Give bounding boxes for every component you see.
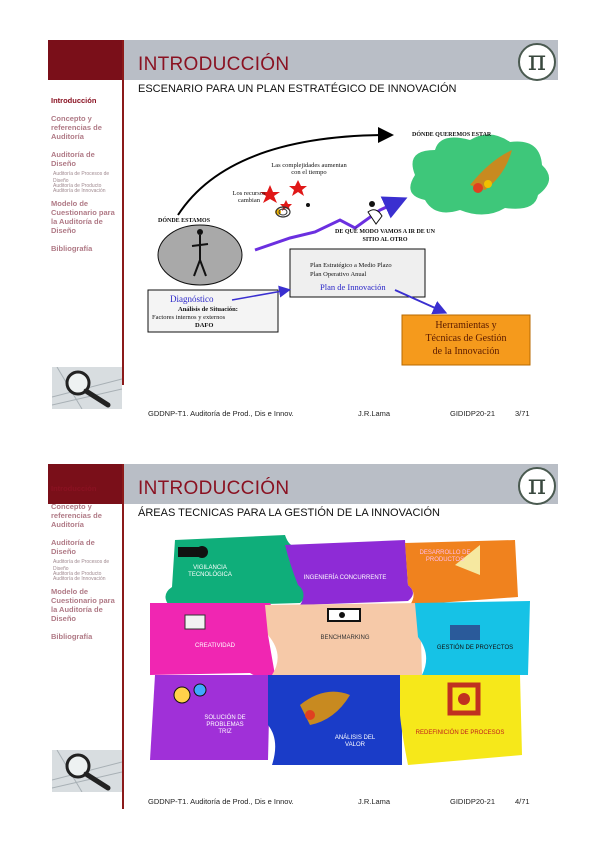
plan-linea-2: Plan Operativo Anual xyxy=(310,271,367,278)
header-accent-block xyxy=(48,464,123,504)
diagnostico-label: Diagnóstico xyxy=(170,294,214,304)
sidebar-item-modelo[interactable]: Modelo de Cuestionario para la Auditoría… xyxy=(51,199,115,235)
gestion-label: GESTIÓN DE PROYECTOS xyxy=(436,645,514,651)
pi-logo-icon: π xyxy=(518,467,556,505)
recursos-label: Los recursos cambian xyxy=(232,190,266,204)
sidebar-subitem-procesos[interactable]: Auditoría de Procesos de Diseño xyxy=(53,559,110,572)
slide-subtitle: ÁREAS TECNICAS PARA LA GESTIÓN DE LA INN… xyxy=(138,507,440,519)
sidebar-subitem-innovacion[interactable]: Auditoría de Innovación xyxy=(53,188,106,194)
complejidades-label: Las complejidades aumentan con el tiempo xyxy=(271,162,347,176)
slide-title: INTRODUCCIÓN xyxy=(138,478,290,499)
sidebar-subitem-producto[interactable]: Auditoría de Producto xyxy=(53,183,102,189)
magnifier-icon xyxy=(52,750,122,792)
footer-course: GDDNP-T1. Auditoría de Prod., Dis e Inno… xyxy=(148,797,294,806)
donde-estamos-label: DÓNDE ESTAMOS xyxy=(158,218,211,224)
sidebar-item-concepto[interactable]: Concepto y referencias de Auditoría xyxy=(51,114,102,141)
footer-course: GDDNP-T1. Auditoría de Prod., Dis e Inno… xyxy=(148,409,294,418)
sidebar-subitem-innovacion[interactable]: Auditoría de Innovación xyxy=(53,576,106,582)
sidebar-item-bibliografia[interactable]: Bibliografía xyxy=(51,632,93,641)
slide-title: INTRODUCCIÓN xyxy=(138,54,290,75)
pi-logo-icon: π xyxy=(518,43,556,81)
sidebar-subitem-producto[interactable]: Auditoría de Producto xyxy=(53,571,102,577)
sidebar-item-concepto[interactable]: Concepto y referencias de Auditoría xyxy=(51,502,102,529)
footer-code: GIDIDP20-21 xyxy=(450,409,496,418)
sidebar-subitem-procesos[interactable]: Auditoría de Procesos de Diseño xyxy=(53,171,110,184)
herramientas-linea-2: Técnicas de Gestión xyxy=(425,333,507,344)
sidebar-nav: Introducción Concepto y referencias de A… xyxy=(51,484,121,650)
herramientas-linea-1: Herramientas y xyxy=(435,320,497,331)
analisis-label: ANÁLISIS DEL VALOR xyxy=(334,735,376,748)
sidebar-item-auditoria-diseno[interactable]: Auditoría de Diseño xyxy=(51,150,95,168)
title-bar xyxy=(124,40,558,80)
sidebar-item-modelo[interactable]: Modelo de Cuestionario para la Auditoría… xyxy=(51,587,115,623)
donde-queremos-label: DÓNDE QUEREMOS ESTAR xyxy=(412,132,492,138)
innovation-areas-puzzle: VIGILANCIA TECNOLÓGICA INGENIERÍA CONCUR… xyxy=(150,525,530,785)
plan-innovacion-label: Plan de Innovación xyxy=(320,282,386,292)
plan-linea-1: Plan Estratégico a Medio Plazo xyxy=(310,262,392,269)
footer-code: GIDIDP20-21 xyxy=(450,797,496,806)
sidebar-nav: Introducción Concepto y referencias de A… xyxy=(51,96,121,262)
sidebar-divider xyxy=(122,40,124,385)
desarrollo-label: DESARROLLO DE PRODUCTOS xyxy=(419,550,471,563)
sidebar-item-introduccion[interactable]: Introducción xyxy=(51,484,97,493)
diag-linea-2: Factores internos y externos xyxy=(152,314,226,321)
sidebar-item-auditoria-diseno[interactable]: Auditoría de Diseño xyxy=(51,538,95,556)
slide-4: INTRODUCCIÓN π ÁREAS TECNICAS PARA LA GE… xyxy=(0,424,599,848)
vigilancia-label: VIGILANCIA TECNOLÓGICA xyxy=(188,565,232,578)
magnifier-icon xyxy=(52,367,122,409)
strategy-scenario-diagram: DÓNDE QUEREMOS ESTAR DÓNDE ESTAMOS Las c… xyxy=(140,120,560,380)
header-accent-block xyxy=(48,40,123,80)
ingenieria-label: INGENIERÍA CONCURRENTE xyxy=(303,575,387,581)
triz-label: SOLUCIÓN DE PROBLEMAS TRIZ xyxy=(204,715,246,735)
footer-page: 3/71 xyxy=(515,409,530,418)
diag-linea-1: Análisis de Situación: xyxy=(178,306,238,313)
sidebar-divider xyxy=(122,464,124,809)
diag-linea-3: DAFO xyxy=(195,322,214,329)
footer-author: J.R.Lama xyxy=(358,797,391,806)
title-bar xyxy=(124,464,558,504)
herramientas-linea-3: de la Innovación xyxy=(432,346,500,357)
sidebar-item-introduccion[interactable]: Introducción xyxy=(51,96,97,105)
de-que-modo-label: DE QUÉ MODO VAMOS A IR DE UN SITIO AL OT… xyxy=(335,229,435,243)
slide-subtitle: ESCENARIO PARA UN PLAN ESTRATÉGICO DE IN… xyxy=(138,83,457,95)
benchmarking-label: BENCHMARKING xyxy=(320,635,370,641)
redefinicion-label: REDEFINICIÓN DE PROCESOS xyxy=(415,730,505,736)
creatividad-label: CREATIVIDAD xyxy=(195,643,235,649)
slide-3: INTRODUCCIÓN π ESCENARIO PARA UN PLAN ES… xyxy=(48,40,560,418)
footer-page: 4/71 xyxy=(515,797,530,806)
sidebar-item-bibliografia[interactable]: Bibliografía xyxy=(51,244,93,253)
footer-author: J.R.Lama xyxy=(358,409,391,418)
